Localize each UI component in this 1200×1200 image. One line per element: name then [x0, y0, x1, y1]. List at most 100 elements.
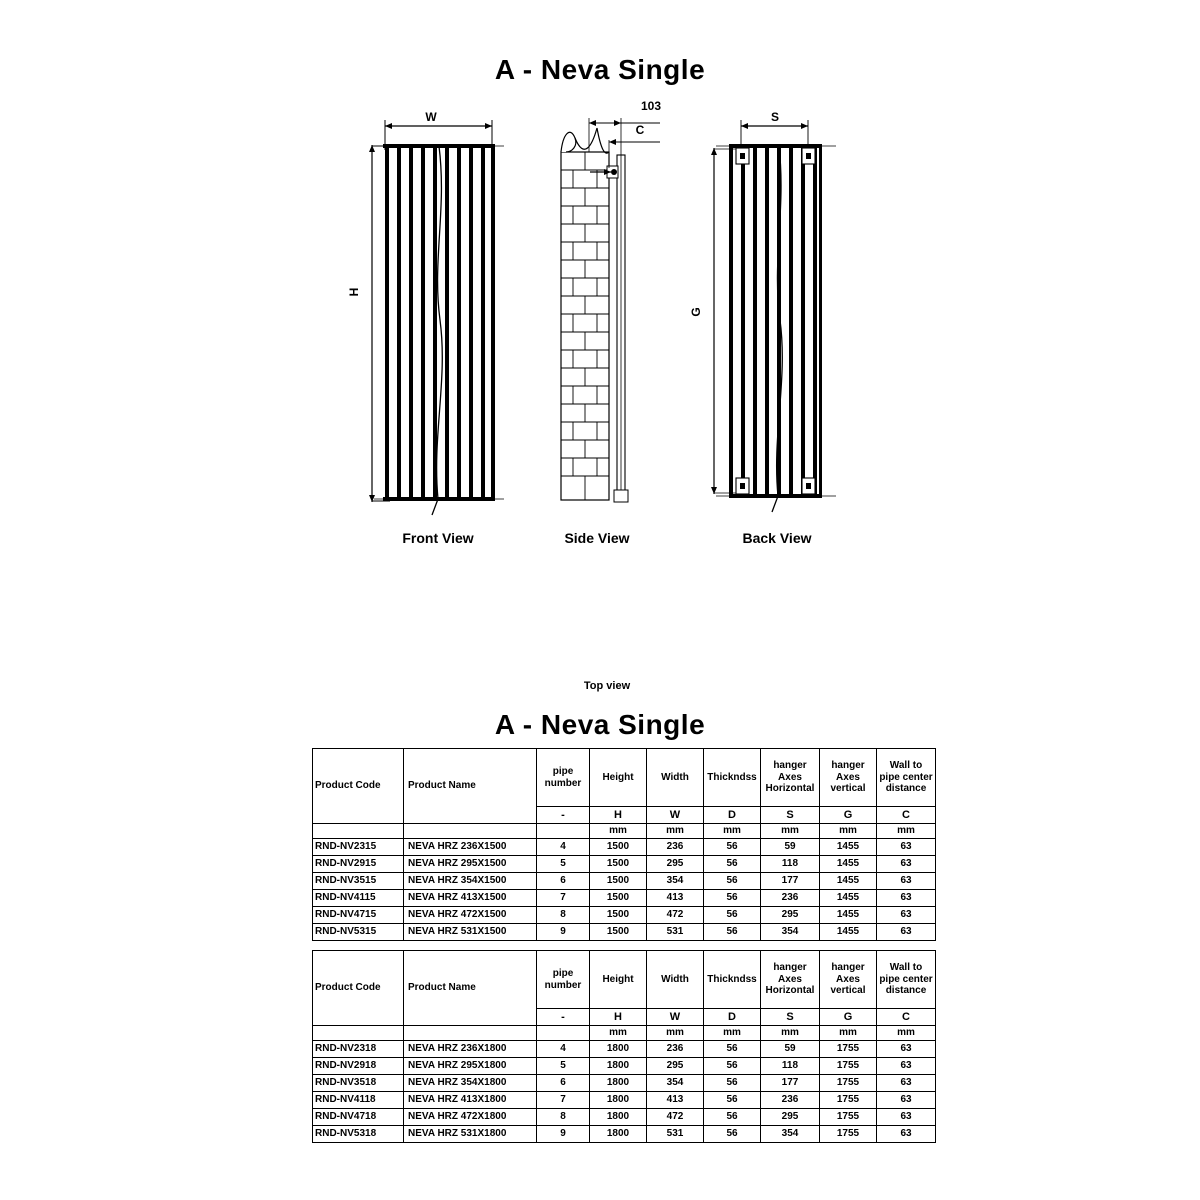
symbol-height: H [589, 806, 647, 824]
cell-product-name: NEVA HRZ 531X1500 [403, 923, 537, 941]
header-pipe-number-line2: number [544, 979, 582, 991]
cell-s: 59 [760, 838, 820, 856]
cell-c: 63 [876, 1057, 936, 1075]
cell-g: 1455 [819, 923, 877, 941]
cell-width: 295 [646, 855, 704, 873]
header-hav-line1: hanger [831, 962, 865, 974]
table-row[interactable]: RND-NV4118 NEVA HRZ 413X1800 7 1800 413 … [312, 1091, 936, 1109]
header-hav-line1: hanger [831, 760, 865, 772]
cell-product-name: NEVA HRZ 413X1500 [403, 889, 537, 907]
cell-g: 1455 [819, 872, 877, 890]
header-wtp-line3: distance [885, 985, 927, 997]
cell-height: 1500 [589, 906, 647, 924]
table-row[interactable]: RND-NV3518 NEVA HRZ 354X1800 6 1800 354 … [312, 1074, 936, 1092]
unit-height: mm [589, 823, 647, 839]
cell-g: 1455 [819, 855, 877, 873]
header-hav-line2: Axes [836, 771, 860, 783]
header-wtp-line3: distance [885, 783, 927, 795]
view-label-top: Top view [583, 680, 631, 692]
table-section-title: A - Neva Single [494, 709, 706, 740]
table-row[interactable]: RND-NV4115 NEVA HRZ 413X1500 7 1500 413 … [312, 889, 936, 907]
unit-name [403, 1025, 537, 1041]
table-row[interactable]: RND-NV4718 NEVA HRZ 472X1800 8 1800 472 … [312, 1108, 936, 1126]
header-hav-line3: vertical [830, 985, 866, 997]
technical-drawing: W H 103 C S G Front View Side View Back … [0, 90, 1200, 692]
cell-pipe-number: 6 [536, 1074, 590, 1092]
cell-g: 1455 [819, 838, 877, 856]
cell-width: 531 [646, 923, 704, 941]
cell-s: 177 [760, 872, 820, 890]
cell-s: 118 [760, 855, 820, 873]
unit-c: mm [876, 823, 936, 839]
cell-height: 1500 [589, 838, 647, 856]
header-wtp-line2: pipe center [879, 771, 933, 783]
table-header: Product Code Product Name pipe number He… [312, 950, 936, 1041]
header-wall-to-pipe-center: Wall to pipe center distance [876, 950, 936, 1009]
table-row[interactable]: RND-NV5318 NEVA HRZ 531X1800 9 1800 531 … [312, 1125, 936, 1143]
header-hanger-axes-vertical: hanger Axes vertical [819, 950, 877, 1009]
cell-product-code: RND-NV5315 [312, 923, 404, 941]
cell-product-code: RND-NV2315 [312, 838, 404, 856]
cell-product-code: RND-NV2918 [312, 1057, 404, 1075]
header-hah-line1: hanger [773, 760, 807, 772]
table-row[interactable]: RND-NV3515 NEVA HRZ 354X1500 6 1500 354 … [312, 872, 936, 890]
cell-height: 1500 [589, 923, 647, 941]
header-height: Height [589, 748, 647, 807]
cell-thickness: 56 [703, 872, 761, 890]
cell-width: 236 [646, 1040, 704, 1058]
cell-c: 63 [876, 1091, 936, 1109]
dimension-label-hanger-vertical: G [689, 307, 703, 317]
dimension-label-wall-to-pipe: C [635, 123, 645, 137]
header-width: Width [646, 748, 704, 807]
cell-pipe-number: 7 [536, 1091, 590, 1109]
cell-height: 1800 [589, 1040, 647, 1058]
table-row[interactable]: RND-NV2918 NEVA HRZ 295X1800 5 1800 295 … [312, 1057, 936, 1075]
cell-product-code: RND-NV4118 [312, 1091, 404, 1109]
cell-c: 63 [876, 923, 936, 941]
view-label-back: Back View [742, 530, 812, 546]
header-hah-line3: Horizontal [765, 985, 815, 997]
side-view-drawing [560, 118, 660, 503]
cell-product-name: NEVA HRZ 472X1800 [403, 1108, 537, 1126]
header-hanger-axes-vertical: hanger Axes vertical [819, 748, 877, 807]
header-row-main: Product Code Product Name pipe number He… [312, 748, 936, 824]
table-header: Product Code Product Name pipe number He… [312, 748, 936, 839]
header-row-units: mm mm mm mm mm mm [312, 1025, 936, 1041]
table-row[interactable]: RND-NV5315 NEVA HRZ 531X1500 9 1500 531 … [312, 923, 936, 941]
cell-thickness: 56 [703, 1057, 761, 1075]
cell-pipe-number: 5 [536, 855, 590, 873]
cell-product-code: RND-NV2318 [312, 1040, 404, 1058]
cell-thickness: 56 [703, 1125, 761, 1143]
cell-product-code: RND-NV3518 [312, 1074, 404, 1092]
unit-s: mm [760, 823, 820, 839]
header-hanger-axes-horizontal: hanger Axes Horizontal [760, 748, 820, 807]
cell-g: 1755 [819, 1108, 877, 1126]
cell-c: 63 [876, 906, 936, 924]
table-row[interactable]: RND-NV2318 NEVA HRZ 236X1800 4 1800 236 … [312, 1040, 936, 1058]
table-row[interactable]: RND-NV2315 NEVA HRZ 236X1500 4 1500 236 … [312, 838, 936, 856]
cell-product-name: NEVA HRZ 472X1500 [403, 906, 537, 924]
symbol-s: S [760, 1008, 820, 1026]
cell-product-code: RND-NV3515 [312, 872, 404, 890]
cell-product-code: RND-NV5318 [312, 1125, 404, 1143]
cell-thickness: 56 [703, 923, 761, 941]
cell-c: 63 [876, 889, 936, 907]
cell-width: 236 [646, 838, 704, 856]
cell-g: 1755 [819, 1040, 877, 1058]
unit-c: mm [876, 1025, 936, 1041]
dimension-label-width: W [425, 110, 437, 124]
header-hav-line2: Axes [836, 973, 860, 985]
unit-code [312, 823, 404, 839]
cell-g: 1755 [819, 1074, 877, 1092]
cell-height: 1800 [589, 1074, 647, 1092]
symbol-height: H [589, 1008, 647, 1026]
header-pipe-number: pipe number [536, 950, 590, 1009]
drawing-svg [369, 118, 836, 671]
header-row-symbols: - H W D S G C [313, 1008, 936, 1026]
cell-height: 1800 [589, 1057, 647, 1075]
cell-height: 1500 [589, 872, 647, 890]
cell-thickness: 56 [703, 1040, 761, 1058]
table-row[interactable]: RND-NV4715 NEVA HRZ 472X1500 8 1500 472 … [312, 906, 936, 924]
header-thickness: Thickndss [703, 950, 761, 1009]
table-row[interactable]: RND-NV2915 NEVA HRZ 295X1500 5 1500 295 … [312, 855, 936, 873]
